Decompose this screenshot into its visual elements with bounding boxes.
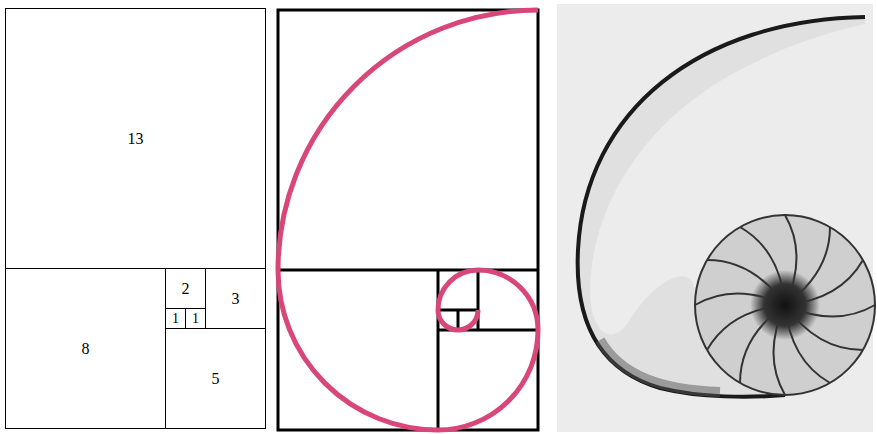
fibonacci-square: 5 [165,328,266,429]
fibonacci-square: 3 [205,268,266,329]
golden-spiral [278,10,538,430]
square-size: 5 [212,371,220,387]
fibonacci-square: 8 [5,268,166,429]
fibonacci-squares [278,10,538,430]
square-size: 1 [192,312,199,326]
square-size: 8 [82,341,90,357]
square-size: 1 [172,312,179,326]
fibonacci-square: 1 [185,308,206,329]
square-size: 2 [182,281,190,297]
nautilus-shell [557,4,875,432]
fibonacci-square: 2 [165,268,206,309]
fibonacci-square: 13 [5,8,266,269]
fibonacci-square: 1 [165,308,186,329]
square-size: 3 [232,291,240,307]
square-size: 13 [128,131,144,147]
